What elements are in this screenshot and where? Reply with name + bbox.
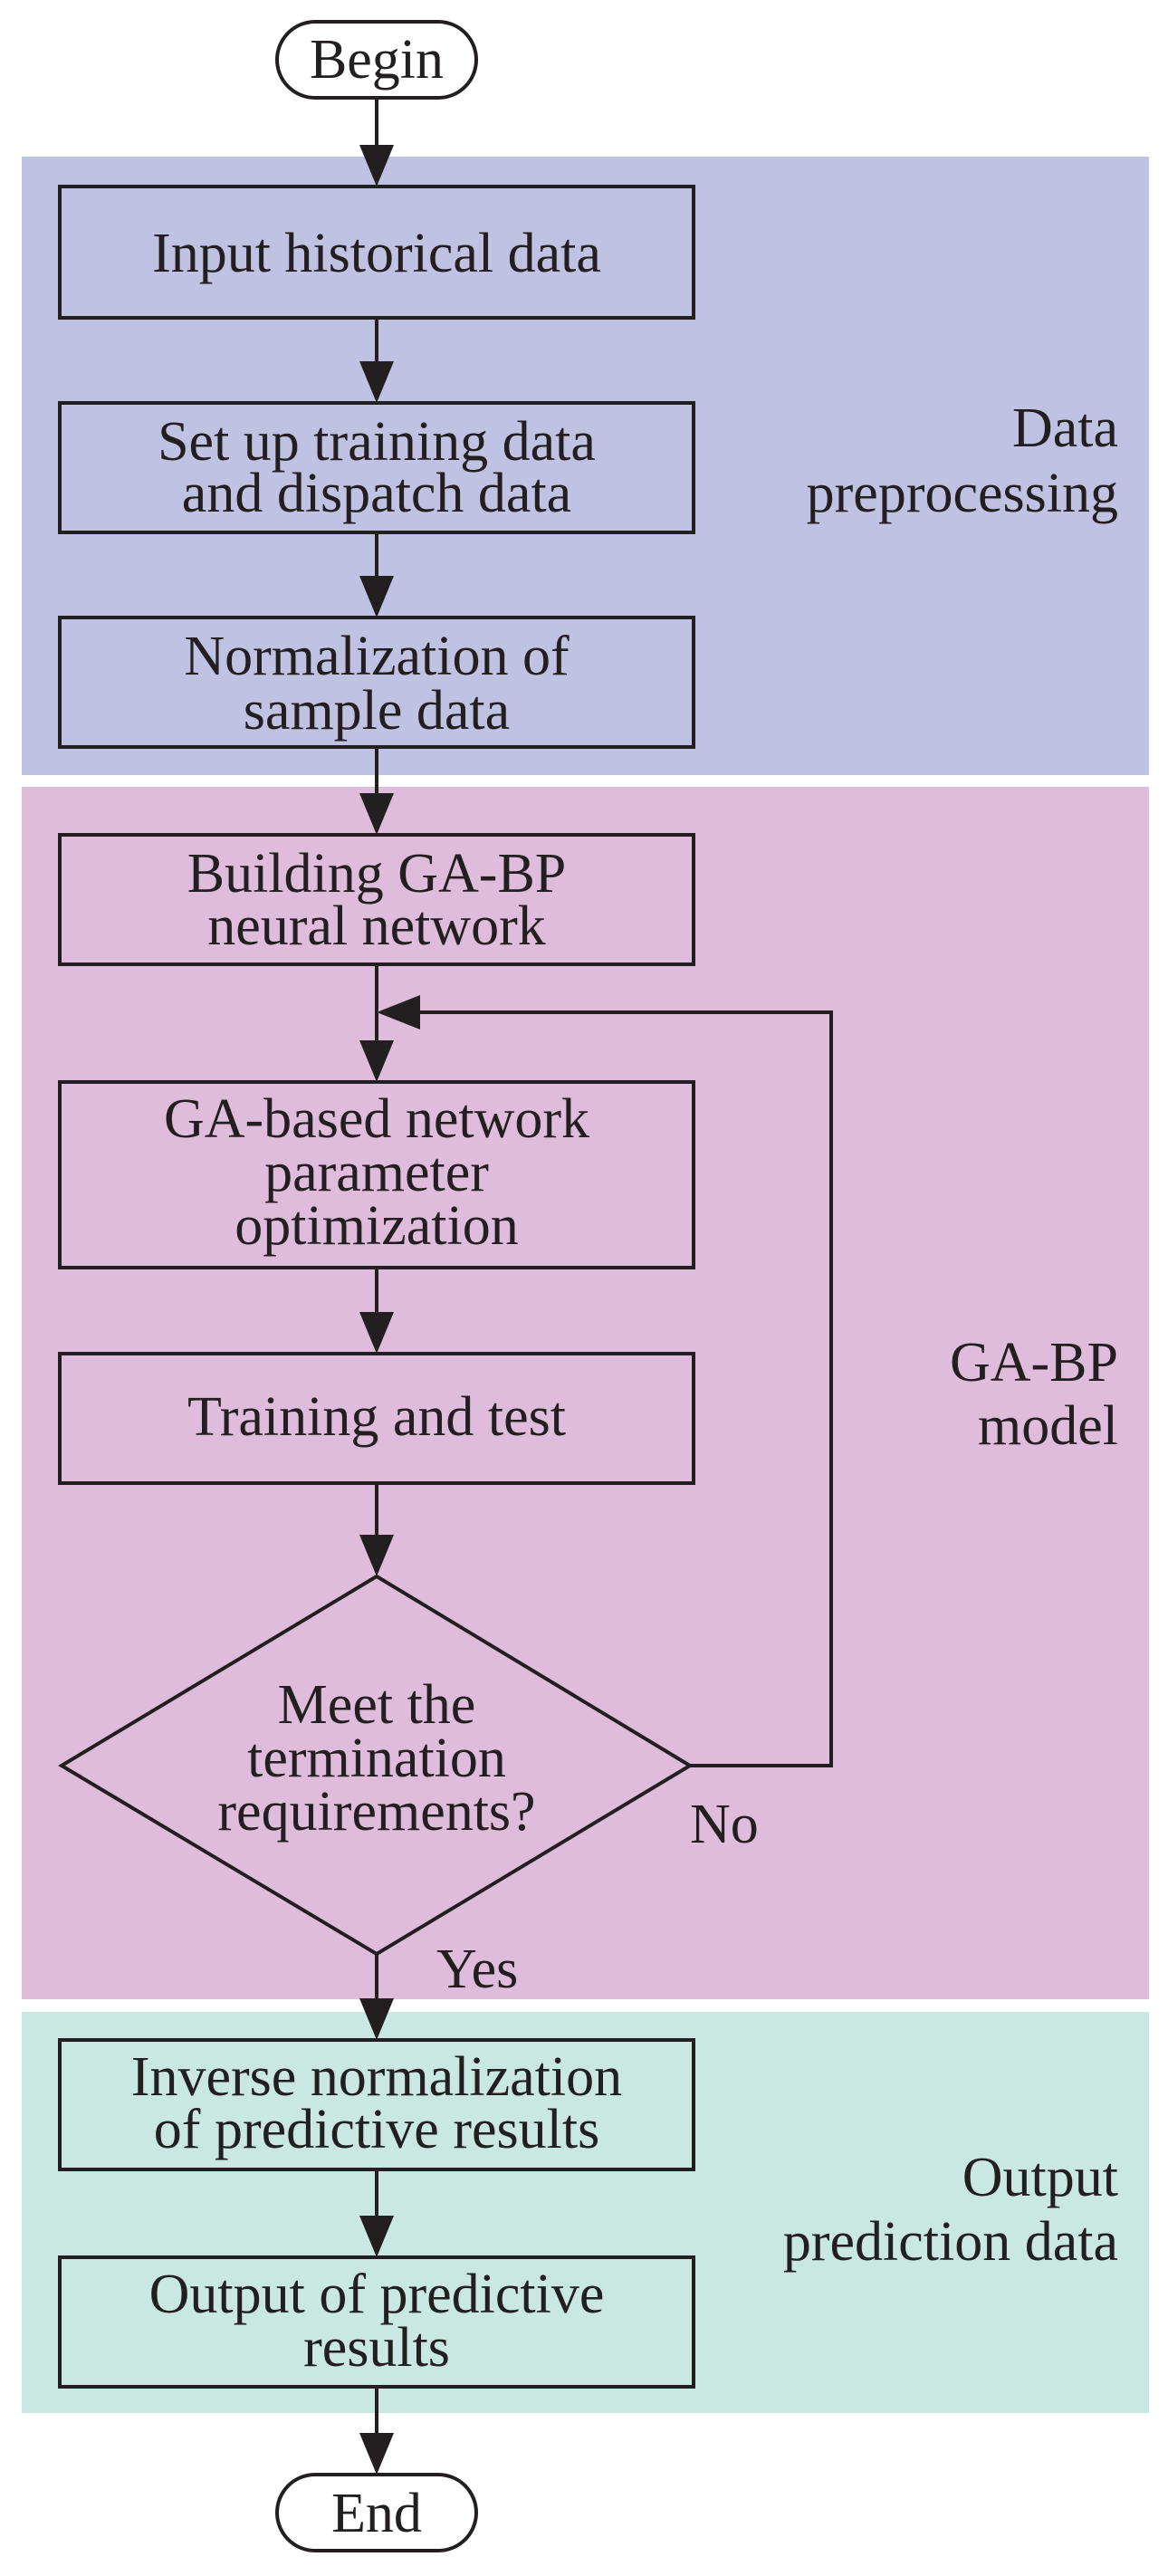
step-output-results: Output of predictive results: [58, 2255, 695, 2389]
step-label-line: GA-based network: [164, 1088, 589, 1150]
connector-optimization-to-training: [359, 1268, 394, 1354]
arrowhead-icon: [359, 1040, 394, 1082]
connector-no-loop-back: [377, 995, 833, 1767]
step-label-line: and dispatch data: [182, 463, 571, 524]
step-label-line: of predictive results: [154, 2099, 599, 2160]
connector-begin-to-input: [359, 98, 394, 187]
branch-label-no: No: [690, 1794, 759, 1855]
step-label-line: Building GA-BP: [187, 843, 567, 905]
arrowhead-icon: [359, 1312, 394, 1354]
step-label-line: Inverse normalization: [131, 2046, 622, 2108]
step-label-line: neural network: [207, 895, 546, 957]
step-build-network: Building GA-BP neural network: [58, 833, 695, 966]
section-label-line: preprocessing: [807, 463, 1118, 524]
arrowhead-icon: [359, 793, 394, 835]
step-label-line: results: [303, 2317, 450, 2379]
section-label-line: Data: [1012, 397, 1118, 459]
ga-bp-model-band: [22, 787, 1149, 1999]
step-setup-training-data: Set up training data and dispatch data: [58, 401, 695, 534]
step-label-line: Input historical data: [152, 223, 601, 284]
connector-input-to-setup: [359, 318, 394, 403]
branch-label-yes: Yes: [436, 1939, 518, 2000]
arrowhead-icon: [359, 2433, 394, 2475]
arrowhead-icon: [377, 995, 420, 1029]
step-ga-optimization: GA-based network parameter optimization: [58, 1080, 695, 1269]
end-terminal: End: [275, 2473, 478, 2552]
step-label-line: sample data: [244, 680, 510, 742]
connector-setup-to-normalization: [359, 532, 394, 618]
section-label-output: Output prediction data: [783, 2147, 1118, 2273]
connector-yes-to-inverse: [359, 1954, 394, 2040]
arrowhead-icon: [359, 1998, 394, 2040]
step-label-line: Output of predictive: [149, 2264, 605, 2325]
step-label-line: Training and test: [187, 1386, 566, 1448]
decision-label-line: Meet the: [278, 1674, 476, 1736]
begin-terminal: Begin: [275, 20, 478, 100]
output-prediction-band: [22, 2012, 1149, 2413]
arrowhead-icon: [359, 576, 394, 618]
step-label-line: parameter: [264, 1142, 489, 1203]
loop-line: [415, 1010, 833, 1767]
terminal-label: End: [331, 2483, 422, 2544]
arrowhead-icon: [359, 2216, 394, 2257]
connector-training-to-decision: [359, 1483, 394, 1576]
section-label-model: GA-BP model: [950, 1332, 1118, 1457]
connector-inverse-to-output: [359, 2169, 394, 2257]
section-label-preprocessing: Data preprocessing: [807, 397, 1118, 524]
connector-build-to-optimization: [359, 964, 394, 1082]
arrowhead-icon: [359, 145, 394, 187]
decision-label-line: requirements?: [217, 1781, 535, 1843]
connector-normalization-to-build: [359, 747, 394, 835]
section-label-line: model: [978, 1395, 1118, 1457]
terminal-label: Begin: [310, 29, 444, 91]
decision-label-line: termination: [247, 1728, 506, 1789]
step-label-line: Normalization of: [184, 626, 570, 687]
decision-termination: Meet the termination requirements?: [58, 1574, 694, 1957]
connector-output-to-end: [359, 2387, 394, 2475]
section-label-line: prediction data: [783, 2211, 1118, 2273]
step-label-line: Set up training data: [158, 411, 596, 473]
step-inverse-normalization: Inverse normalization of predictive resu…: [58, 2038, 695, 2171]
step-label-line: optimization: [235, 1195, 518, 1257]
data-preprocessing-band: [22, 157, 1149, 775]
arrowhead-icon: [359, 361, 394, 403]
section-label-line: Output: [962, 2147, 1118, 2208]
section-label-line: GA-BP: [950, 1332, 1118, 1393]
arrowhead-icon: [359, 1535, 394, 1576]
